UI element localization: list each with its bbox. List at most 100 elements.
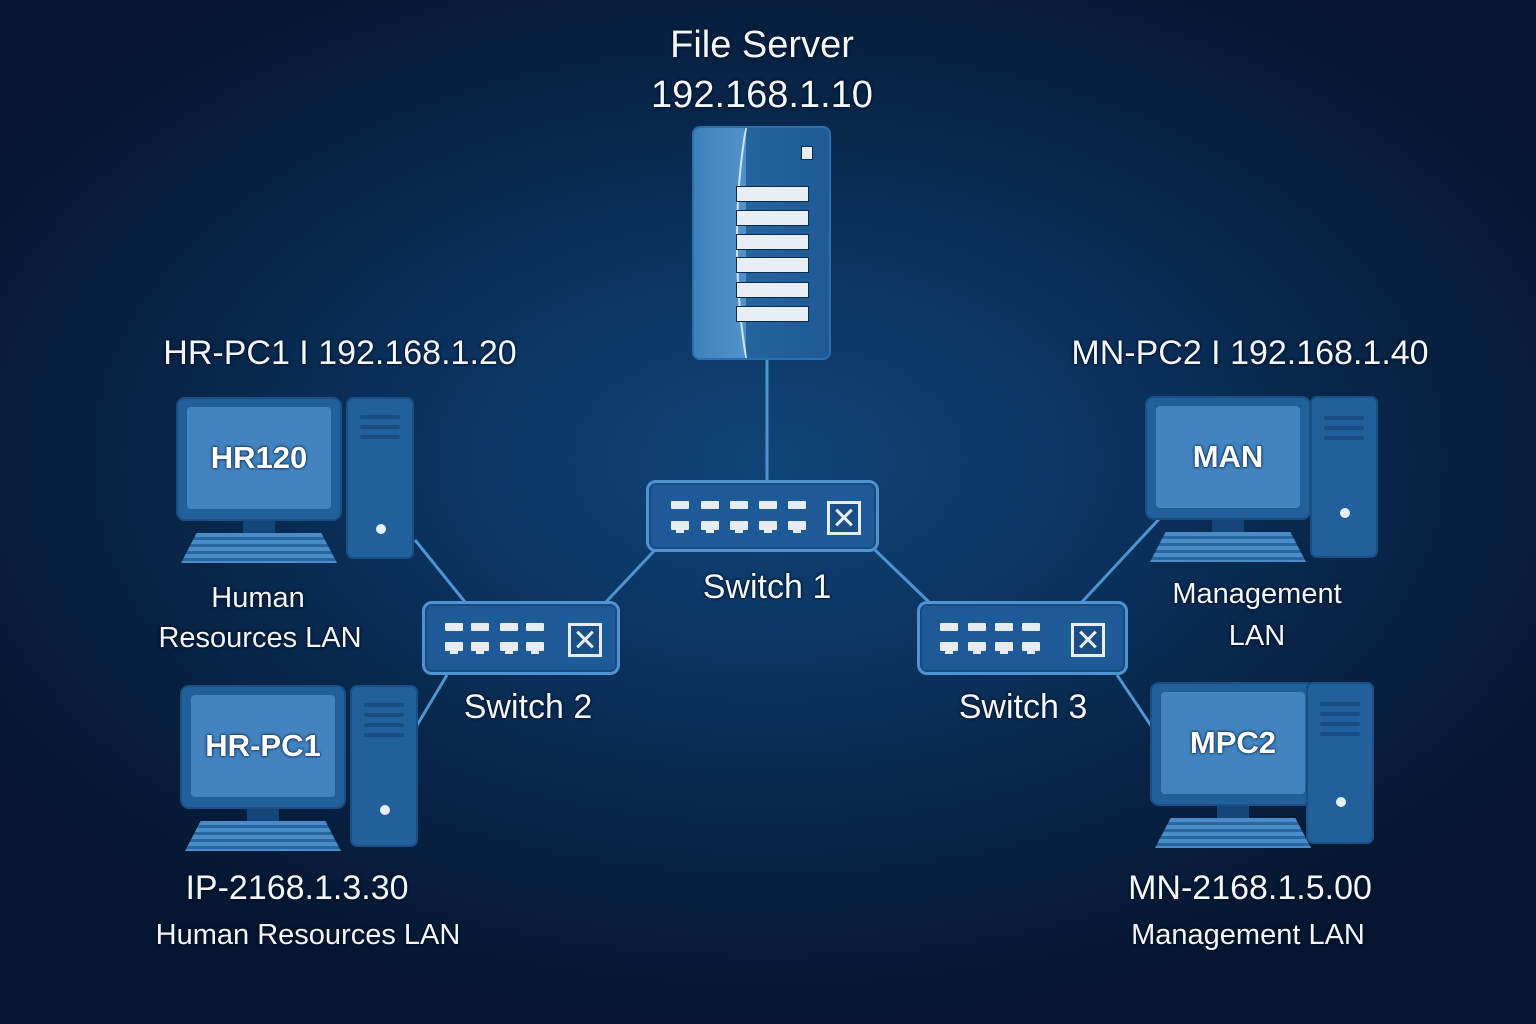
switch-port — [526, 642, 544, 654]
hr-pc1-title: HR-PC1 I 192.168.1.20 — [163, 334, 517, 372]
switch-port — [500, 642, 518, 654]
link-switch1-switch2 — [603, 548, 657, 605]
server-ip-label: 192.168.1.10 — [651, 74, 873, 116]
vent — [1324, 426, 1364, 430]
link-switch1-switch3 — [873, 548, 932, 605]
monitor-stand — [1212, 520, 1244, 532]
server-drive-bay — [736, 210, 809, 226]
file-server[interactable] — [692, 126, 831, 360]
pc-tower-icon — [346, 397, 414, 559]
switch-port — [788, 521, 806, 533]
vent — [1324, 436, 1364, 440]
monitor-stand — [243, 521, 275, 533]
switch-3-label: Switch 3 — [958, 688, 1088, 726]
link-switch2-hr-top — [413, 539, 467, 603]
hr-top-caption-2: Resources LAN — [158, 622, 362, 654]
server-drive-bay — [736, 306, 809, 322]
hr-top-caption-1: Human — [211, 582, 305, 614]
switch-port — [759, 521, 777, 533]
switch-port — [730, 501, 748, 509]
switch-2[interactable] — [422, 601, 620, 675]
pc-tower-icon — [350, 685, 418, 847]
server-drive-bay — [736, 186, 809, 202]
switch-2-label: Switch 2 — [463, 688, 593, 726]
power-button-icon — [380, 805, 390, 815]
switch-port — [968, 623, 986, 631]
switch-port — [526, 623, 544, 631]
hr-pc-bottom[interactable]: HR-PC1 — [180, 685, 420, 855]
switch-port — [1022, 642, 1040, 654]
server-drive-bay — [736, 234, 809, 250]
server-drive-bay — [736, 257, 809, 273]
keyboard-icon — [1150, 532, 1306, 562]
switch-port — [445, 642, 463, 654]
pc-tower-icon — [1310, 396, 1378, 558]
monitor-stand — [247, 809, 279, 821]
switch-port — [940, 623, 958, 631]
switch-port — [940, 642, 958, 654]
vent — [1320, 702, 1360, 706]
vent — [1320, 732, 1360, 736]
vent — [360, 435, 400, 439]
vent — [364, 733, 404, 737]
vent — [1324, 416, 1364, 420]
vent — [360, 425, 400, 429]
switch-3[interactable] — [917, 601, 1128, 675]
switch-port — [995, 642, 1013, 654]
mn-bottom-caption-2: Management LAN — [1131, 919, 1365, 951]
switch-1-label: Switch 1 — [702, 568, 832, 606]
keyboard-icon — [1155, 818, 1311, 848]
keyboard-icon — [185, 821, 341, 851]
switch-port — [730, 521, 748, 533]
vent — [360, 415, 400, 419]
switch-port — [500, 623, 518, 631]
mn-top-caption-2: LAN — [1228, 620, 1286, 652]
keyboard-icon — [181, 533, 337, 563]
mn-top-caption-1: Management — [1172, 578, 1342, 610]
screen-label: MPC2 — [1189, 725, 1277, 760]
mn-pc-bottom[interactable]: MPC2 — [1150, 682, 1390, 852]
server-name-label: File Server — [670, 24, 854, 66]
server-status-led — [801, 146, 813, 160]
switch-port — [995, 623, 1013, 631]
switch-port — [671, 521, 689, 533]
hr-pc-top[interactable]: HR120 — [176, 397, 416, 567]
pc-tower-icon — [1306, 682, 1374, 844]
uplink-port-icon — [1071, 623, 1105, 657]
switch-port — [788, 501, 806, 509]
switch-port — [759, 501, 777, 509]
vent — [1320, 722, 1360, 726]
link-switch3-mn-top — [1080, 516, 1162, 604]
server-bezel — [694, 128, 744, 358]
monitor-stand — [1217, 806, 1249, 818]
switch-port — [701, 521, 719, 533]
switch-1[interactable] — [646, 480, 879, 552]
uplink-port-icon — [827, 501, 861, 535]
mn-bottom-caption-1: MN-2168.1.5.00 — [1128, 869, 1372, 907]
switch-port — [445, 623, 463, 631]
vent — [364, 703, 404, 707]
switch-port — [671, 501, 689, 509]
switch-port — [471, 623, 489, 631]
screen-label: HR120 — [210, 440, 308, 475]
switch-port — [1022, 623, 1040, 631]
vent — [364, 723, 404, 727]
mn-pc2-title: MN-PC2 I 192.168.1.40 — [1071, 334, 1429, 372]
mn-pc-top[interactable]: MAN — [1145, 396, 1385, 566]
switch-port — [701, 501, 719, 509]
uplink-port-icon — [568, 623, 602, 657]
power-button-icon — [1340, 508, 1350, 518]
switch-port — [471, 642, 489, 654]
hr-bottom-caption-1: IP-2168.1.3.30 — [185, 869, 409, 907]
monitor-icon: MPC2 — [1150, 682, 1316, 806]
screen-label: HR-PC1 — [205, 728, 321, 763]
power-button-icon — [1336, 797, 1346, 807]
server-drive-bay — [736, 282, 809, 298]
power-button-icon — [376, 524, 386, 534]
monitor-icon: HR-PC1 — [180, 685, 346, 809]
hr-bottom-caption-2: Human Resources LAN — [155, 919, 461, 951]
screen-label: MAN — [1192, 439, 1264, 474]
monitor-icon: HR120 — [176, 397, 342, 521]
vent — [1320, 712, 1360, 716]
